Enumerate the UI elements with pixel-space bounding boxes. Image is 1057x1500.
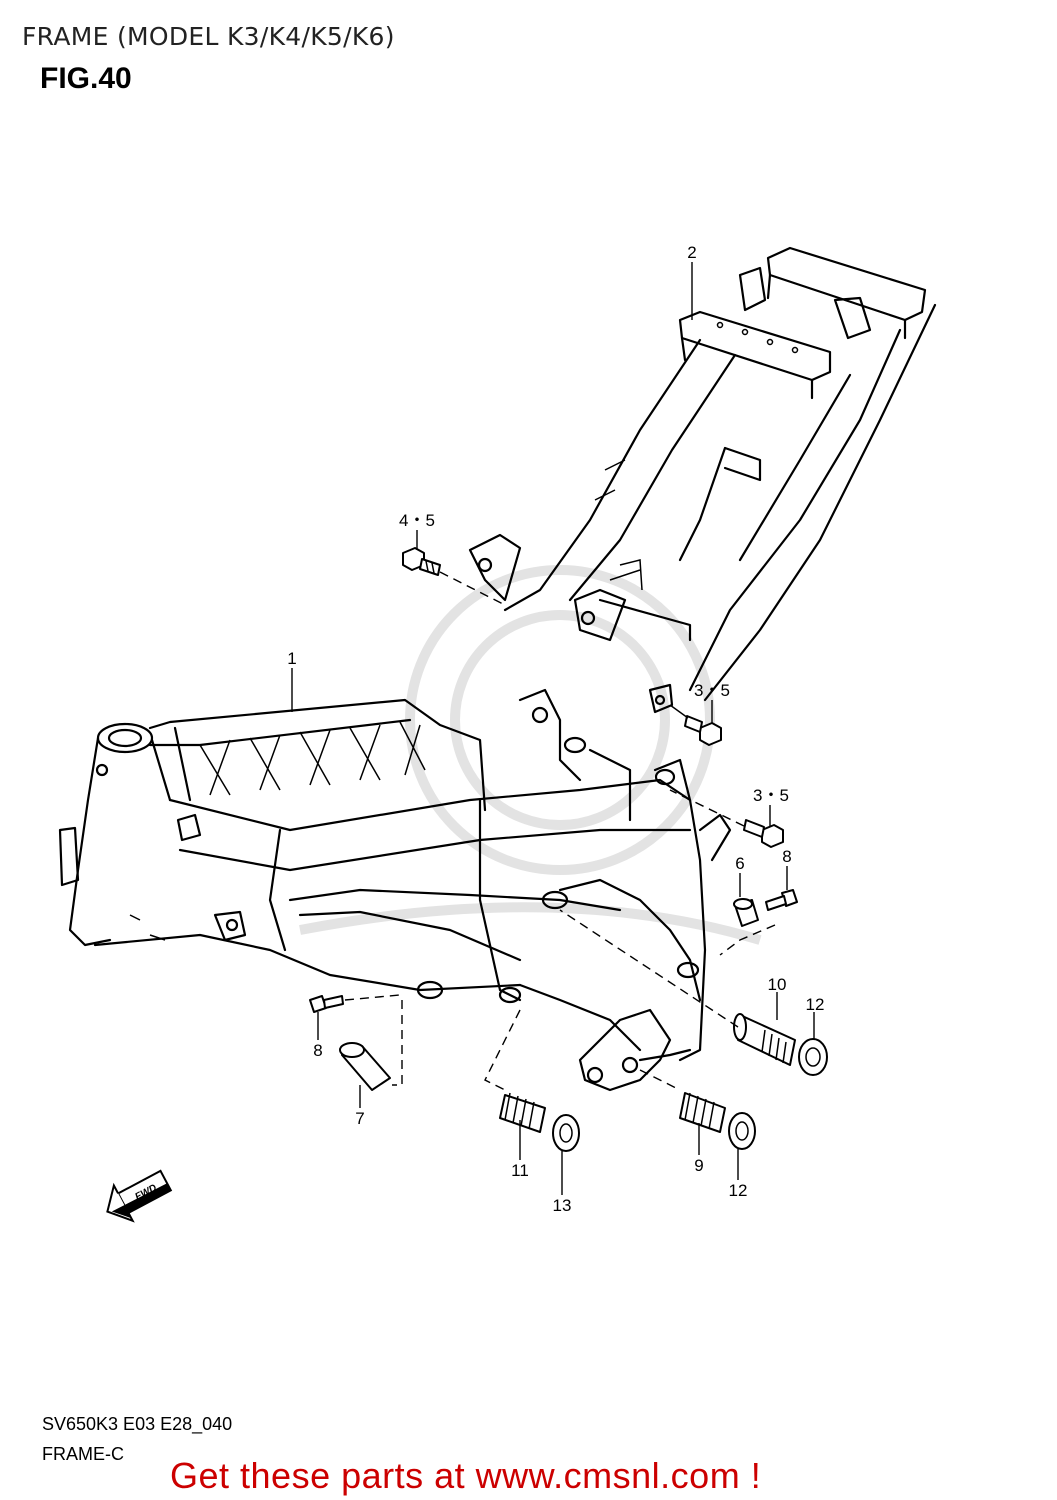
bolt-8-left-drawing [309,995,344,1013]
leader-6-8 [719,924,776,956]
nut-13-drawing [552,1114,580,1152]
leader-3-5-rail [669,704,689,719]
bolt-3-5-mount-drawing [743,819,784,848]
callout-13: 13 [553,1196,572,1215]
callout-7: 7 [355,1109,364,1128]
leader-4-5 [439,571,506,606]
callout-8-right: 8 [782,847,791,866]
nut-12-lower-drawing [728,1112,756,1150]
callout-9: 9 [694,1156,703,1175]
spacer-7-drawing [339,1042,391,1091]
bolt-3-5-rail-drawing [684,715,722,746]
promo-banner[interactable]: Get these parts at www.cmsnl.com ! [170,1455,762,1496]
leader-3-5-mount [669,789,745,827]
figure-number: FIG.40 [40,62,132,95]
adjuster-10-drawing [733,1013,796,1066]
diagram-section: FRAME-C [42,1444,124,1464]
main-frame-drawing [58,688,732,1092]
seat-rail-drawing [468,246,937,714]
diagram-title: FRAME (MODEL K3/K4/K5/K6) [22,22,395,51]
nut-12-upper-drawing [798,1038,828,1076]
leader-7 [392,1000,403,1086]
callout-12-upper: 12 [806,995,825,1014]
diagram-code: SV650K3 E03 E28_040 [42,1414,233,1434]
callout-6: 6 [735,854,744,873]
callout-4-5: 4・5 [399,511,435,530]
adjuster-11-drawing [499,1092,546,1133]
callout-11: 11 [511,1161,529,1180]
callout-2: 2 [687,243,696,262]
collar-6-drawing [733,898,759,927]
leader-10 [559,909,739,1028]
bolt-8-right-drawing [765,889,798,911]
leader-9 [639,1069,681,1091]
forward-arrow-icon: FWD [106,1169,173,1223]
leader-8-left [344,994,401,1001]
callout-10: 10 [768,975,787,994]
callout-3-5-rail: 3・5 [694,681,730,700]
adjuster-9-drawing [679,1092,726,1133]
callout-1: 1 [287,649,296,668]
callout-12-lower: 12 [729,1181,748,1200]
callout-leader-lines [291,262,815,1195]
leader-11 [484,1009,521,1091]
callout-3-5-mount: 3・5 [753,786,789,805]
bolt-4-5-drawing [402,547,441,576]
callout-8-left: 8 [313,1041,322,1060]
